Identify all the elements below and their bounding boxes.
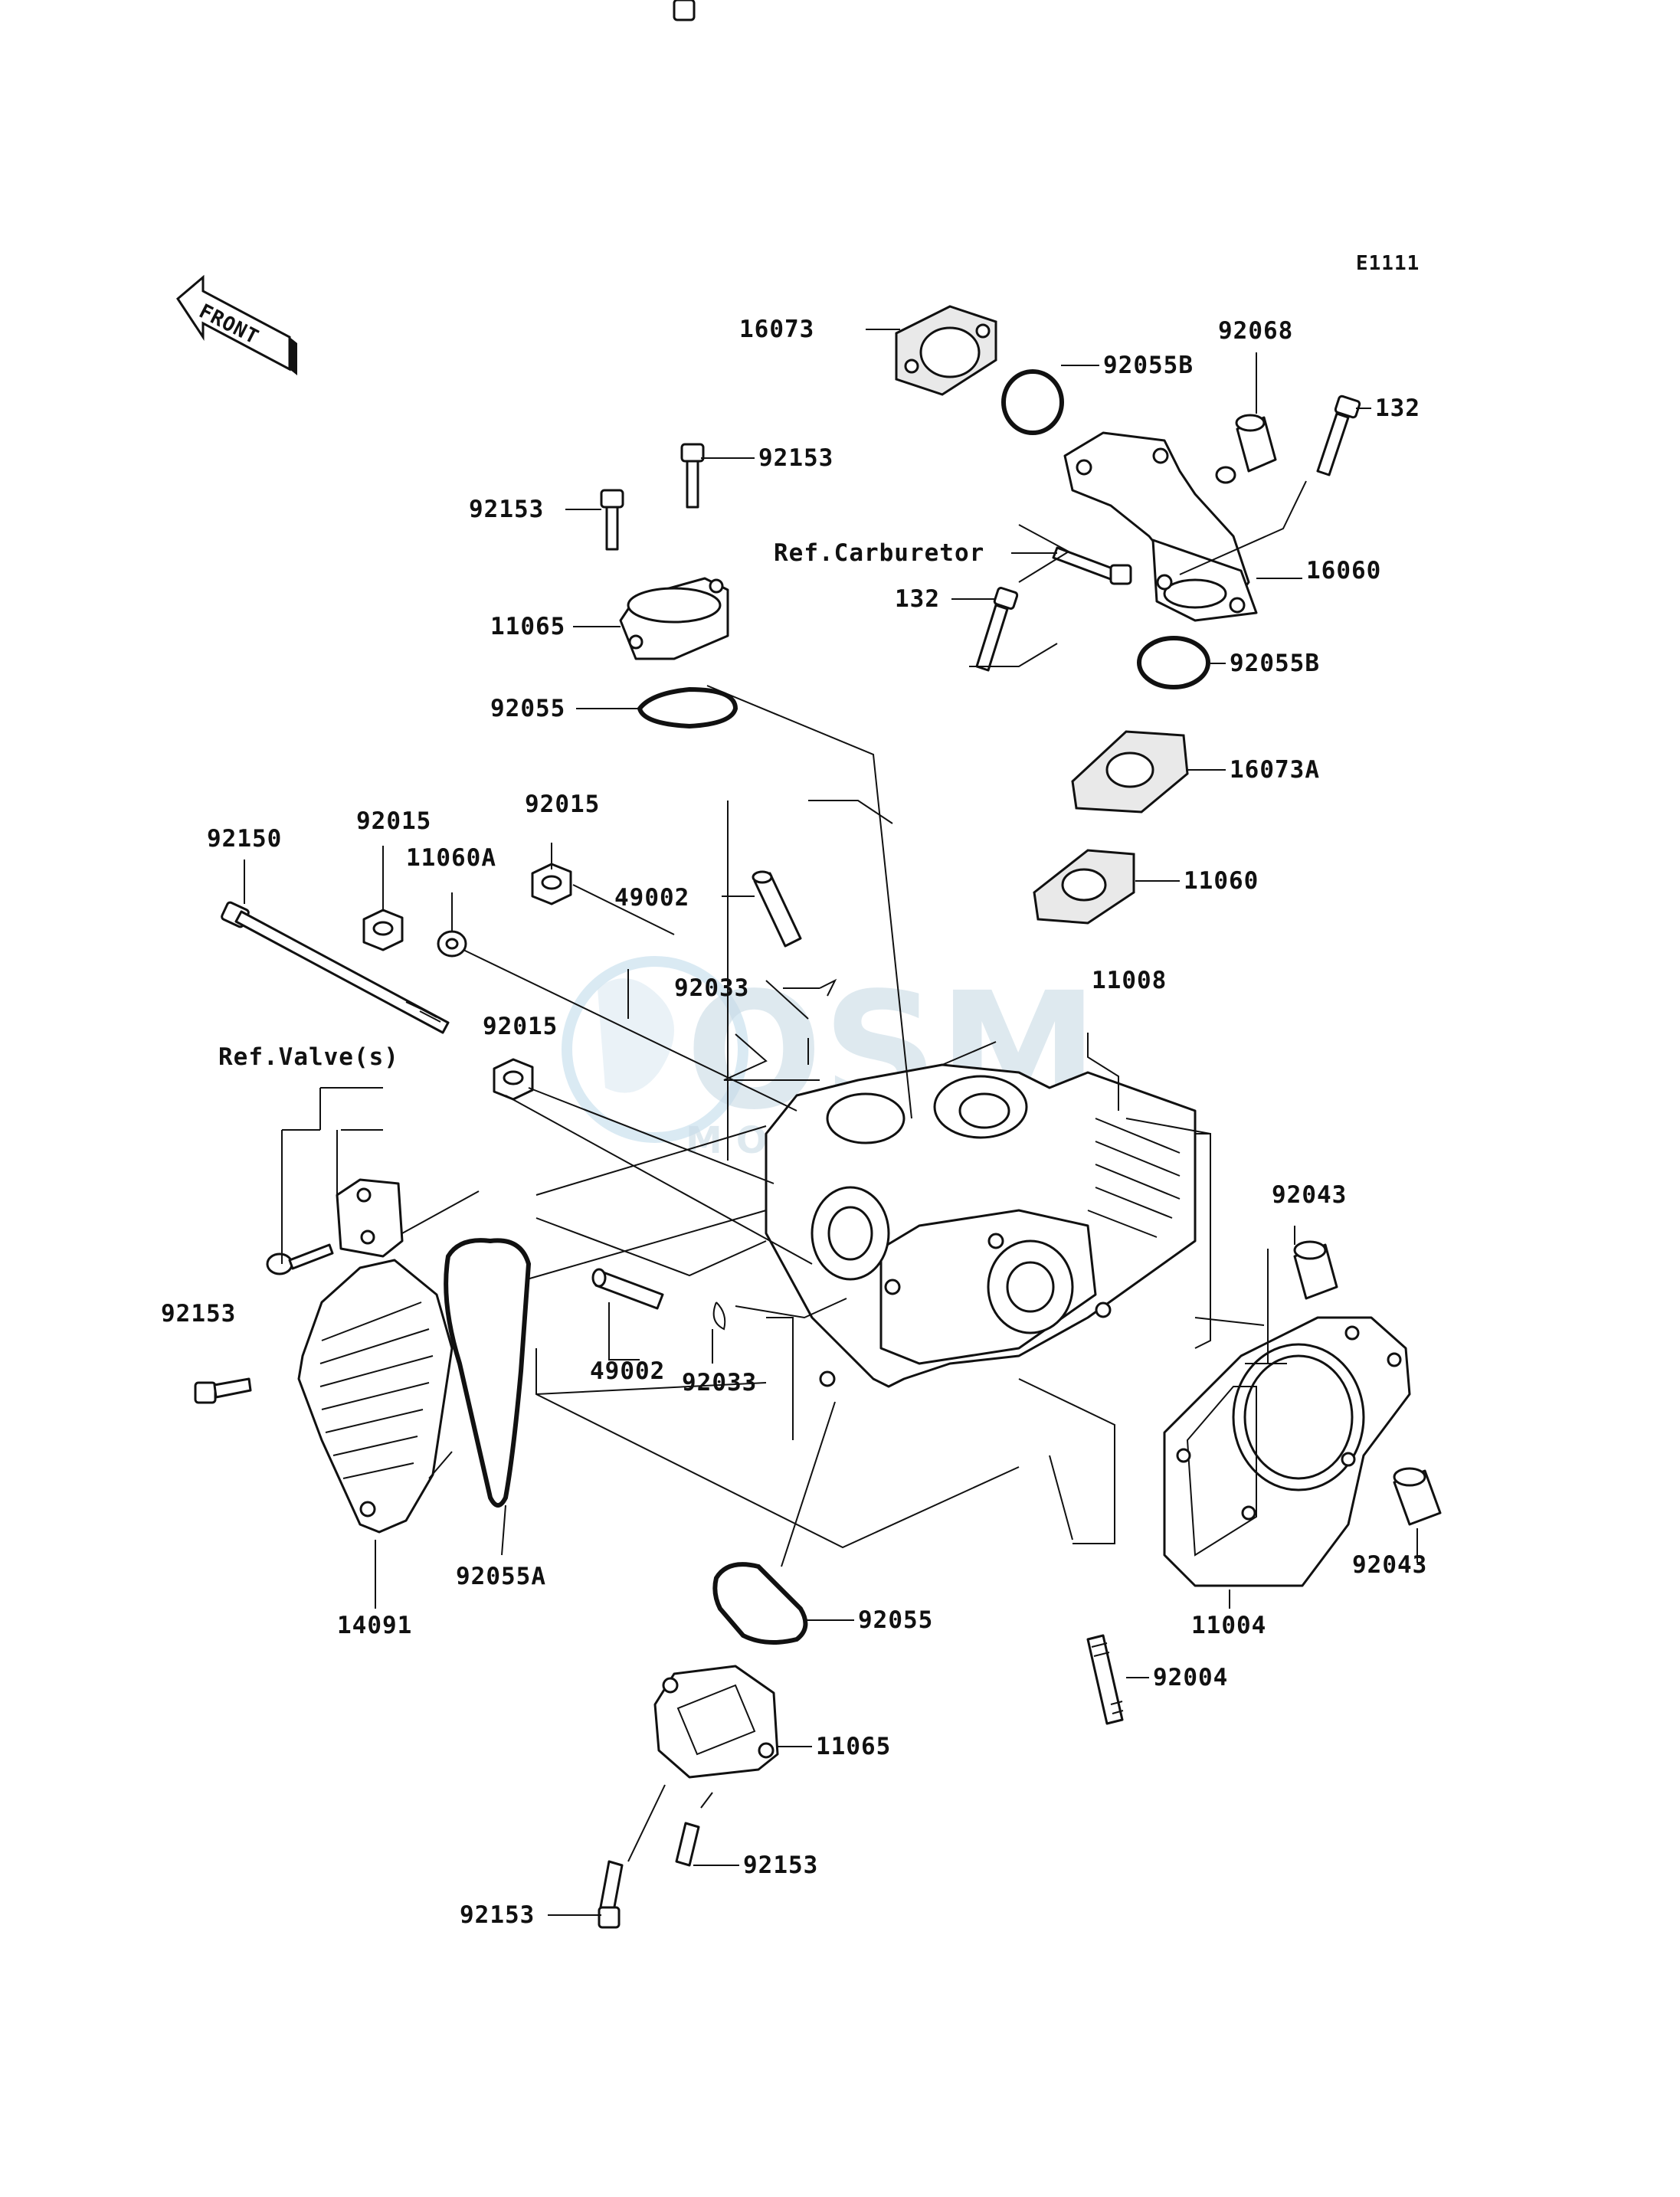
cap-11065-low: [653, 1665, 779, 1779]
nut-92015-c: [493, 1058, 534, 1101]
bolt-92153-b: [600, 489, 624, 551]
dowel-92043-low: [1393, 1467, 1442, 1526]
label-92068: 92068: [1218, 317, 1293, 345]
label-132-mid: 132: [895, 585, 940, 613]
label-92153-d: 92153: [460, 1901, 535, 1929]
valve-guide-49002-top: [752, 870, 802, 948]
nut-92015-a: [362, 909, 404, 951]
front-arrow-icon: FRONT: [176, 274, 297, 375]
collar-92068: [1215, 414, 1277, 484]
insulator-16073: [895, 305, 997, 396]
o-ring-92055-top: [637, 686, 738, 729]
intake-pipe-16060: [1063, 431, 1258, 622]
label-92015-b: 92015: [525, 791, 600, 818]
label-92153-b: 92153: [469, 496, 544, 523]
valve-guide-49002-low: [591, 1268, 664, 1310]
bolt-132-carb: [1052, 546, 1132, 585]
gasket-92055A: [444, 1238, 532, 1508]
label-92015-a: 92015: [356, 807, 431, 835]
bolt-92153-a: [680, 443, 705, 509]
head-gasket-11004: [1163, 1316, 1411, 1587]
dowel-92043-top: [1293, 1240, 1338, 1300]
label-11065-low: 11065: [816, 1733, 891, 1760]
label-92043-top: 92043: [1272, 1181, 1347, 1209]
bolt-92153-c: [673, 0, 700, 1867]
head-cover-14091: [297, 1259, 454, 1534]
label-11060A: 11060A: [406, 844, 496, 872]
leader-lines: [244, 329, 1418, 1916]
clip-92033-top: [819, 978, 837, 997]
label-92055-low: 92055: [858, 1606, 933, 1634]
label-16060: 16060: [1306, 557, 1381, 584]
label-92055B-top: 92055B: [1103, 352, 1194, 379]
label-132-top: 132: [1375, 395, 1420, 422]
stud-92004: [1086, 1634, 1124, 1725]
clip-92033-low: [712, 1302, 726, 1331]
label-92043-low: 92043: [1352, 1551, 1427, 1579]
label-92153-a: 92153: [758, 444, 833, 472]
label-92055A: 92055A: [456, 1563, 546, 1590]
label-ref-carburetor: Ref.Carburetor: [774, 539, 984, 567]
label-92055-top: 92055: [490, 695, 565, 722]
label-92150: 92150: [207, 825, 282, 853]
label-ref-valves: Ref.Valve(s): [218, 1043, 399, 1071]
bolt-132-top: [1316, 395, 1361, 476]
o-ring-92055-low: [712, 1562, 808, 1645]
valve-bracket: [336, 1178, 404, 1258]
label-92015-c: 92015: [483, 1013, 558, 1040]
label-49002-top: 49002: [614, 884, 689, 912]
label-92004: 92004: [1153, 1664, 1228, 1691]
label-11008: 11008: [1092, 967, 1167, 994]
gasket-11060: [1033, 849, 1135, 925]
label-92153-c: 92153: [743, 1852, 818, 1879]
bolt-92153-d: [598, 1860, 624, 1929]
label-49002-low: 49002: [590, 1357, 665, 1385]
diagram-code: E1111: [1356, 252, 1420, 275]
o-ring-92055B-top: [1001, 369, 1064, 435]
cap-11065-top: [619, 577, 729, 660]
bolt-92153-left: [194, 1377, 252, 1404]
screw-ref-valve: [266, 1243, 334, 1275]
o-ring-92055B-mid: [1137, 636, 1210, 689]
cylinder-head-11008: [765, 1063, 1197, 1388]
label-92033-low: 92033: [682, 1369, 757, 1396]
label-92153-left: 92153: [161, 1300, 236, 1328]
nut-92015-b: [531, 863, 572, 905]
label-14091: 14091: [337, 1612, 412, 1639]
bolt-132-mid: [975, 587, 1019, 672]
label-11065-top: 11065: [490, 613, 565, 640]
insulator-16073A: [1071, 730, 1189, 814]
label-92055B-mid: 92055B: [1230, 650, 1320, 677]
part-labels: 16073 92055B 92068 132 92153 92153 Ref.C…: [161, 316, 1427, 1929]
label-11004: 11004: [1191, 1612, 1266, 1639]
stud-bolt-92150: [221, 901, 450, 1034]
label-16073: 16073: [739, 316, 814, 343]
label-92033-top: 92033: [674, 974, 749, 1002]
label-11060: 11060: [1184, 867, 1259, 895]
washer-11060A: [437, 930, 467, 958]
label-16073A: 16073A: [1230, 756, 1320, 784]
